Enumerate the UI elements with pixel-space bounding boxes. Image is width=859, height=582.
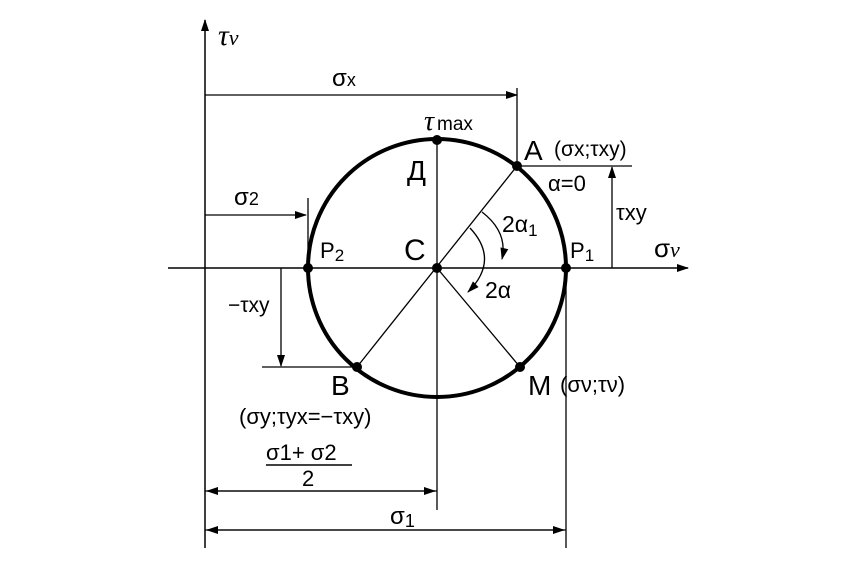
average-denominator: 2 xyxy=(302,466,314,491)
radius-c-m xyxy=(436,267,521,368)
point-c-dot xyxy=(432,263,442,273)
point-p2-dot xyxy=(303,263,313,273)
point-a-label: A xyxy=(524,135,543,166)
p1-label: P1 xyxy=(570,238,594,265)
alpha-zero-label: α=0 xyxy=(548,171,586,196)
center-c-label: C xyxy=(404,234,426,267)
sigma-x-label: σx xyxy=(332,65,356,92)
tau-v-axis-label: τν xyxy=(218,19,239,52)
sigma-1-label: σ1 xyxy=(390,503,415,531)
point-m-label: M xyxy=(528,370,551,401)
point-b-coords: (σy;τyx=−τxy) xyxy=(239,404,371,429)
point-a-coords: (σx;τxy) xyxy=(554,138,627,161)
point-b-label: B xyxy=(331,370,350,401)
point-m-dot xyxy=(515,362,525,372)
angle-arc-2alpha1 xyxy=(481,211,509,260)
tau-xy-label: τxy xyxy=(616,200,647,225)
sigma-2-label: σ2 xyxy=(234,184,259,211)
point-a-dot xyxy=(512,161,522,171)
point-d-label: Д xyxy=(407,155,426,186)
point-d-dot xyxy=(432,135,442,145)
point-b-dot xyxy=(352,362,362,372)
p2-label: P2 xyxy=(320,238,344,265)
sigma-v-axis-label: σν xyxy=(654,233,680,263)
average-numerator: σ1+ σ2 xyxy=(266,440,337,465)
point-m-coords: (σν;τν) xyxy=(560,372,625,397)
two-alpha-label: 2α xyxy=(485,277,511,303)
two-alpha-1-label: 2α1 xyxy=(502,211,538,240)
point-p1-dot xyxy=(561,263,571,273)
neg-tau-xy-label: −τxy xyxy=(228,294,270,317)
angle-arc-2alpha xyxy=(467,227,486,293)
